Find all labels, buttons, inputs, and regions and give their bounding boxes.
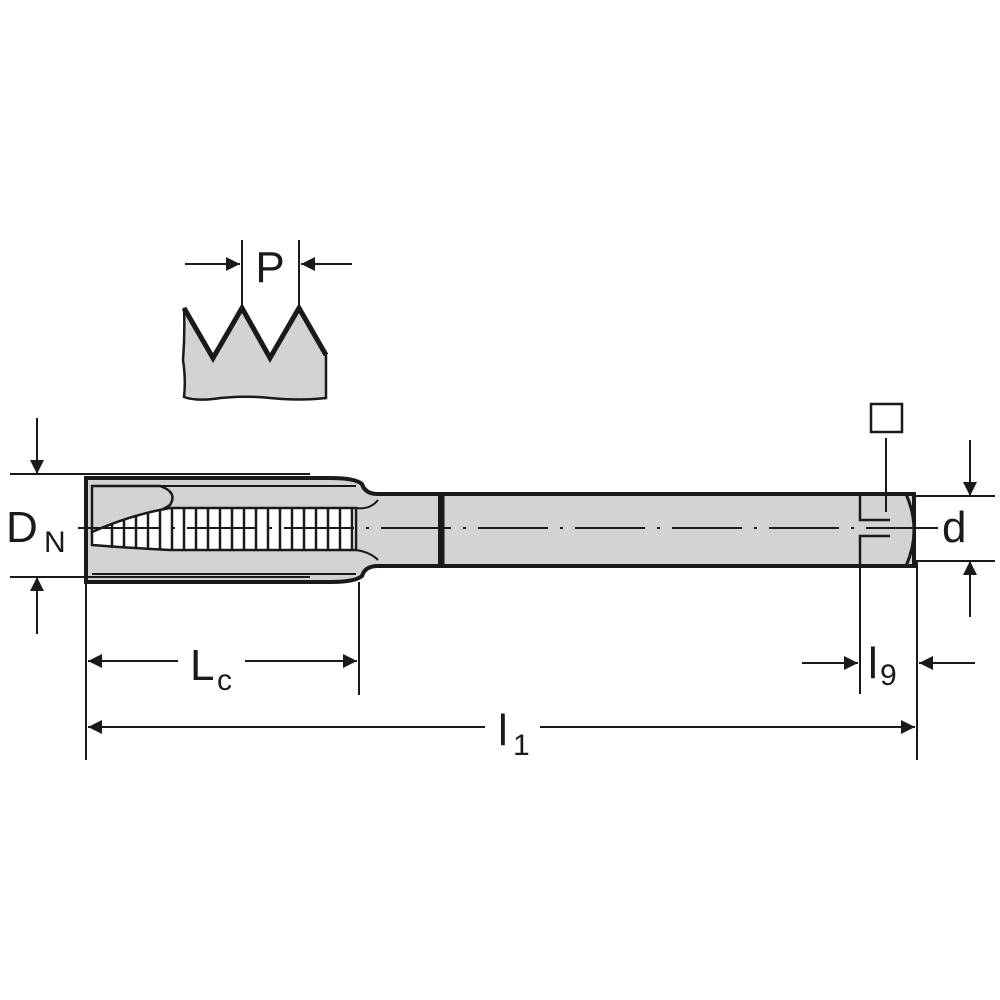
total-length-label: l [498, 706, 508, 755]
thread-profile-shape [181, 305, 328, 401]
nominal-diameter-dimension: D N [6, 418, 310, 634]
chamfer-length-subscript: c [217, 664, 232, 697]
square-length-dimension: l 9 [802, 639, 975, 692]
chamfer-length-dimension: L c [88, 641, 357, 697]
pitch-label: P [255, 243, 284, 292]
tap-body [84, 476, 916, 584]
total-length-subscript: 1 [513, 729, 530, 762]
square-symbol-icon [869, 402, 904, 434]
total-length-dimension: l 1 [88, 706, 915, 762]
nominal-diameter-label: D [6, 503, 38, 552]
chamfer-length-label: L [190, 641, 214, 690]
square-length-label: l [868, 639, 878, 688]
shank [438, 492, 916, 568]
square-length-subscript: 9 [880, 659, 897, 692]
shank-diameter-dimension: d [869, 402, 995, 617]
thread-profile-detail: P [181, 240, 352, 401]
shank-diameter-label: d [942, 503, 966, 552]
nominal-diameter-subscript: N [44, 526, 66, 559]
